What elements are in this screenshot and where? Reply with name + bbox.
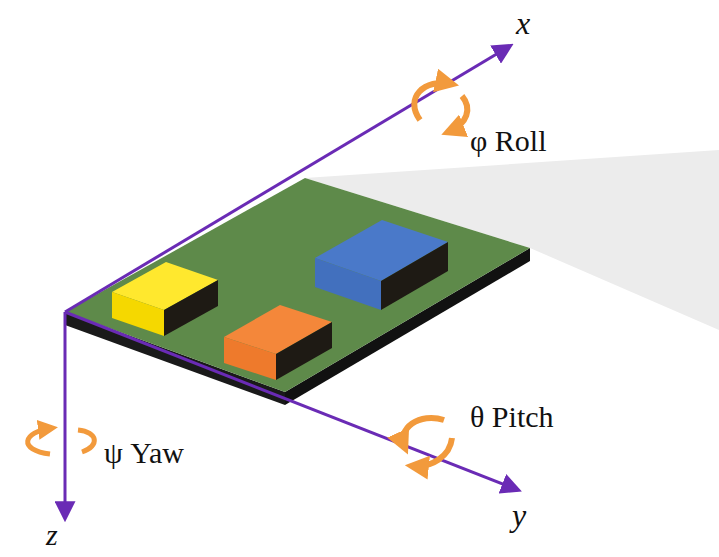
- component-side: [164, 280, 218, 336]
- rotation-arrow: [414, 83, 452, 120]
- shadow-band: [305, 150, 719, 330]
- rotation-arrow: [403, 418, 444, 448]
- component-side: [381, 242, 448, 310]
- axis-label: z: [46, 518, 58, 551]
- y-axis: [65, 312, 518, 490]
- rotation-label: φ Roll: [470, 124, 547, 157]
- z-axis: [64, 312, 67, 518]
- x-axis: [65, 46, 510, 312]
- rotation-arrow: [448, 96, 467, 132]
- rotation-label: ψ Yaw: [104, 436, 184, 469]
- axis-label: x: [516, 6, 530, 41]
- circuit-board: [65, 178, 530, 392]
- rotation-arrow: [78, 430, 94, 452]
- yellow-component: [112, 292, 164, 336]
- orange-component: [224, 337, 276, 380]
- rotation-label: θ Pitch: [470, 400, 554, 433]
- rotation-arrow: [412, 438, 452, 466]
- blue-component: [315, 258, 381, 310]
- axis-label: y: [512, 498, 526, 533]
- component-side: [276, 322, 332, 380]
- rotation-arrow: [28, 428, 52, 454]
